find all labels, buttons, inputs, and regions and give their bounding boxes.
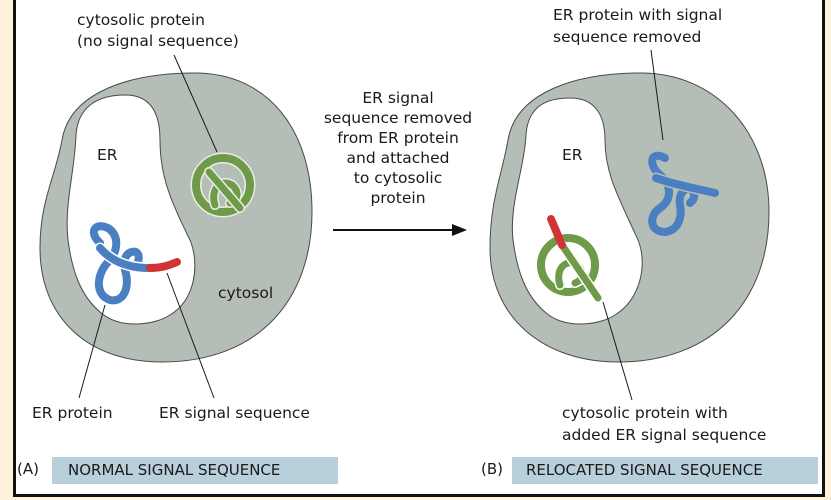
signal-sequence-label: ER signal sequence — [159, 404, 310, 422]
er-protein-b — [648, 151, 721, 237]
panel-b-banner — [512, 457, 818, 484]
cytosolic-protein-a — [190, 152, 256, 218]
transfer-arrow-group: ER signal sequence removed from ER prote… — [324, 89, 472, 236]
er-label-b: ER — [562, 146, 583, 164]
er-protein-b-label-line2: sequence removed — [553, 28, 701, 46]
cytosolic-protein-label-line1: cytosolic protein — [77, 11, 205, 29]
panel-b-tag: (B) — [481, 460, 503, 478]
panel-a: ER cytosol cytosolic protein (no signal … — [17, 11, 338, 484]
panel-a-tag: (A) — [17, 460, 39, 478]
leader-line-cytosolic-b — [602, 301, 633, 401]
leader-line-er-protein — [78, 304, 106, 399]
arrow-caption-line5: to cytosolic — [354, 169, 442, 187]
leader-line-signal-sequence — [166, 272, 215, 399]
er-label-a: ER — [97, 146, 118, 164]
arrow-caption-line4: and attached — [347, 149, 450, 167]
arrow-caption-line3: from ER protein — [337, 129, 459, 147]
arrow-caption-line6: protein — [370, 189, 425, 207]
cytosolic-protein-b-label-line1: cytosolic protein with — [562, 404, 728, 422]
leader-line-er-protein-b — [650, 49, 664, 141]
er-protein-label: ER protein — [32, 404, 113, 422]
cytosolic-protein-label-line2: (no signal sequence) — [77, 32, 239, 50]
er-protein-a — [89, 222, 181, 305]
er-signal-sequence-a — [146, 258, 181, 272]
panel-b-banner-text: RELOCATED SIGNAL SEQUENCE — [526, 461, 763, 479]
leader-line-cytosolic-a — [173, 54, 218, 153]
panel-b: ER ER protein with signal sequence remov… — [481, 6, 818, 484]
cytosolic-protein-b-label-line2: added ER signal sequence — [562, 426, 766, 444]
er-signal-sequence-b — [547, 215, 566, 249]
cytosolic-protein-b — [535, 215, 603, 303]
panel-a-banner-text: NORMAL SIGNAL SEQUENCE — [68, 461, 280, 479]
arrow-caption-line2: sequence removed — [324, 109, 472, 127]
er-protein-b-label-line1: ER protein with signal — [553, 6, 722, 24]
transfer-arrow-head — [452, 224, 467, 236]
panel-a-banner — [52, 457, 338, 484]
cytosol-label: cytosol — [218, 284, 273, 302]
arrow-caption-line1: ER signal — [362, 89, 433, 107]
